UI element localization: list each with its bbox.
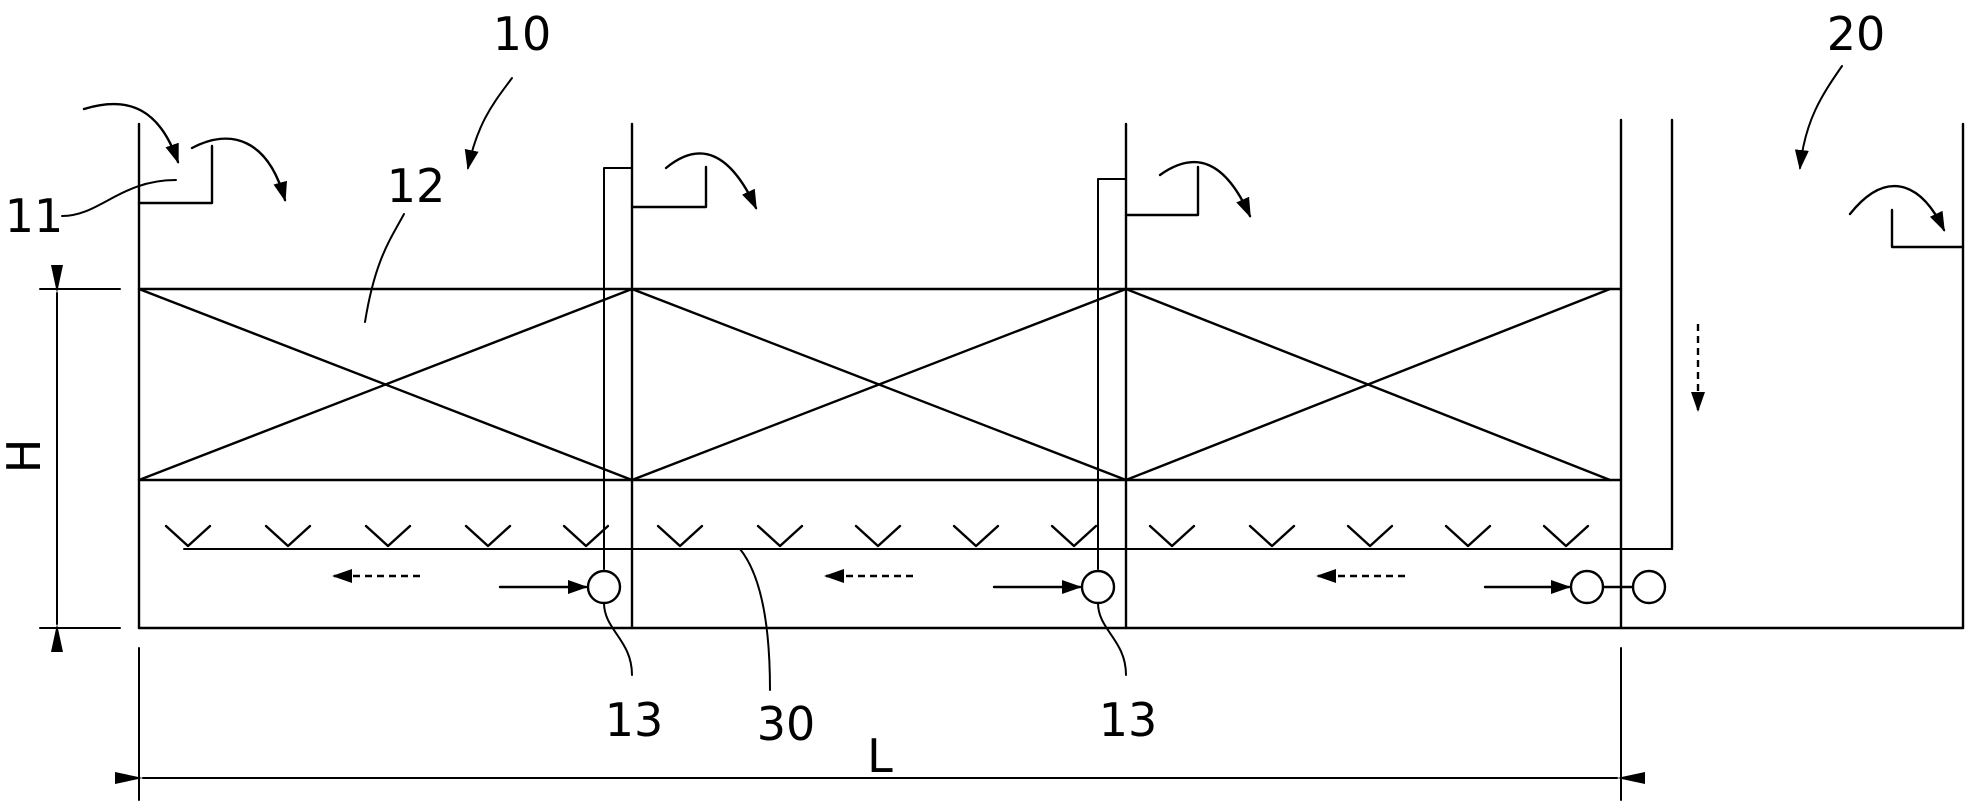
aerator-mark: [1248, 524, 1296, 548]
aerator-mark: [952, 524, 1000, 548]
weir-2: [1124, 165, 1200, 217]
aerator-mark: [1050, 524, 1098, 548]
curved-arrows: [82, 102, 1946, 232]
leader-11: [61, 179, 177, 217]
riser-pipe-2: [1097, 178, 1127, 570]
label-30: 30: [757, 697, 816, 751]
aerators: [164, 524, 1590, 548]
tank-20-weir: [1890, 208, 1965, 249]
tank-20: [1890, 122, 1965, 630]
aerator-mark: [756, 524, 804, 548]
packing-cross-2b: [630, 287, 1128, 482]
aerator-mark: [264, 524, 312, 548]
label-13-b: 13: [1099, 693, 1158, 747]
diffuser-13-b: [1080, 569, 1116, 605]
curved-arrow-weir-11: [190, 137, 287, 202]
diffuser-13-a: [586, 569, 622, 605]
label-20: 20: [1827, 7, 1886, 61]
riser-pipe-1: [603, 167, 633, 570]
aerator-mark: [1444, 524, 1492, 548]
aerator-mark: [562, 524, 610, 548]
labels: 10 20 11 12 13 13 30 L: [5, 7, 1886, 783]
leader-20: [1794, 65, 1843, 170]
curved-arrow-tank-20: [1848, 185, 1946, 232]
weir-1: [630, 165, 708, 209]
aeration-pipe-30: [183, 118, 1674, 551]
aerator-mark: [1542, 524, 1590, 548]
packing-layer: [137, 287, 1623, 482]
label-13-a: 13: [605, 693, 664, 747]
leader-13-a: [603, 602, 633, 676]
aerator-mark: [1148, 524, 1196, 548]
packing-cross-3b: [1124, 287, 1612, 482]
diffuser-d: [1631, 569, 1667, 605]
leader-12: [364, 213, 405, 323]
aerator-mark: [854, 524, 902, 548]
dashed-flow-arrows: [332, 324, 1705, 583]
aerator-mark: [1346, 524, 1394, 548]
aerator-mark: [164, 524, 212, 548]
packing-cross-1b: [137, 287, 634, 482]
label-l: L: [867, 729, 893, 783]
dimension-l: [115, 647, 1645, 801]
curved-arrow-inlet: [82, 102, 180, 164]
inlet-weir-11: [137, 144, 214, 205]
dimension-h: H: [0, 265, 121, 652]
diffuser-c: [1569, 569, 1605, 605]
label-12: 12: [387, 159, 446, 213]
leader-13-b: [1097, 602, 1127, 676]
leader-lines: [61, 65, 1843, 691]
aerator-mark: [464, 524, 512, 548]
curved-arrow-weir-1: [664, 152, 758, 210]
leader-10: [464, 77, 513, 170]
riser-pipes: [603, 167, 1127, 570]
label-11: 11: [5, 189, 64, 243]
aerator-mark: [656, 524, 704, 548]
overflow-weirs: [137, 144, 1200, 217]
aerator-mark: [364, 524, 412, 548]
label-h: H: [0, 439, 51, 474]
curved-arrow-weir-2: [1158, 160, 1252, 218]
leader-30: [739, 548, 771, 691]
label-10: 10: [493, 7, 552, 61]
